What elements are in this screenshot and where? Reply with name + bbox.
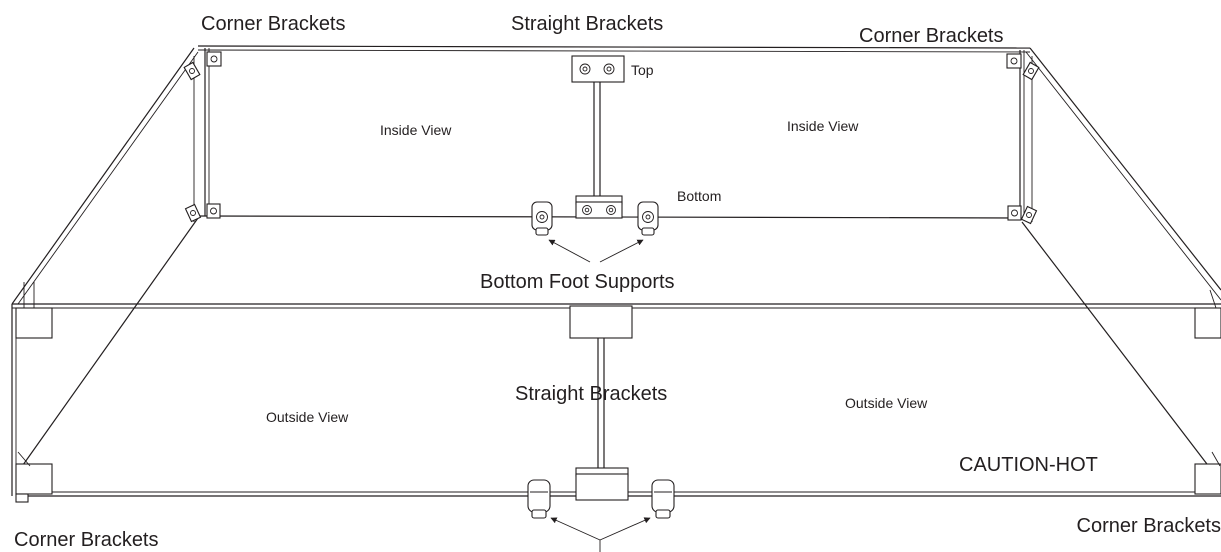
label-outside-view-left: Outside View [266,409,349,425]
foot-support-front-right [651,479,675,519]
label-straight-brackets-top: Straight Brackets [511,13,663,35]
foot-support-back-left [531,201,553,236]
label-corner-brackets-bottom-left: Corner Brackets [14,529,159,551]
straight-bracket-front [569,305,633,501]
label-straight-brackets-front: Straight Brackets [515,383,667,405]
label-bottom: Bottom [677,188,721,204]
straight-bracket-bottom [575,195,623,219]
corner-bracket-back-bottom-right [1007,205,1038,225]
corner-bracket-front-top-left [15,282,53,339]
label-top: Top [631,62,654,78]
label-caution-hot: CAUTION-HOT [959,454,1098,476]
corner-bracket-top-left [183,51,222,81]
straight-bracket-top [571,55,625,196]
arrows-front-foot-supports [550,517,651,552]
label-inside-view-right: Inside View [787,118,859,134]
label-inside-view-left: Inside View [380,122,452,138]
corner-bracket-top-right [1006,53,1040,81]
label-corner-brackets-bottom-right: Corner Brackets [1077,515,1221,537]
corner-bracket-front-bottom-right [1194,451,1221,495]
corner-bracket-front-bottom-left [15,451,53,503]
label-corner-brackets-top-left: Corner Brackets [201,13,346,35]
corner-bracket-front-top-right [1194,289,1221,339]
arrows-bottom-foot-supports [548,239,644,263]
label-bottom-foot-supports: Bottom Foot Supports [480,271,675,293]
right-side-panel [1021,47,1221,469]
foot-support-front-left [527,479,551,519]
left-side-panel [11,47,199,473]
corner-bracket-back-bottom-left [184,203,221,223]
label-corner-brackets-top-right: Corner Brackets [859,25,1004,47]
foot-support-back-right [637,201,659,236]
label-outside-view-right: Outside View [845,395,928,411]
